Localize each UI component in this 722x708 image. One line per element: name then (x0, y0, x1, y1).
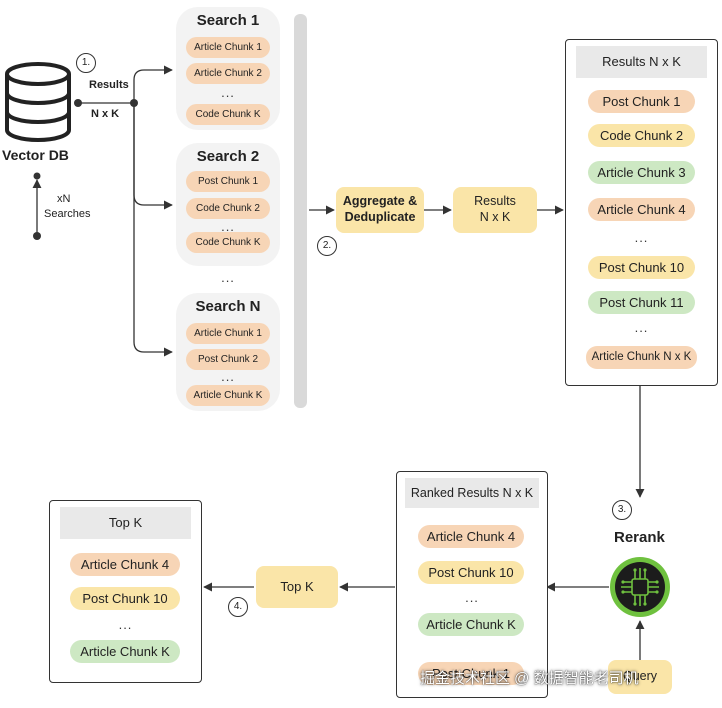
result-item: Article Chunk 3 (588, 161, 695, 184)
vector-db-label: Vector DB (2, 147, 69, 163)
result-item: Code Chunk 2 (588, 124, 695, 147)
result-ellipsis: ... (634, 320, 649, 335)
search-group-2: Search 2 Post Chunk 1 Code Chunk 2 ... C… (176, 143, 280, 266)
topk-item: Post Chunk 10 (70, 587, 180, 610)
searches-ellipsis: ... (221, 270, 235, 285)
step-4-badge: 4. (228, 597, 248, 617)
chunk-ellipsis: ... (221, 369, 235, 384)
branch-dot (130, 99, 138, 107)
loop-label-searches: Searches (44, 208, 91, 220)
result-item: Article Chunk 4 (588, 198, 695, 221)
chunk-pill: Article Chunk 1 (186, 323, 270, 344)
query-label: Query (622, 669, 658, 684)
branch-search-n (133, 103, 173, 357)
rerank-label: Rerank (614, 529, 665, 546)
aggregate-deduplicate-box: Aggregate &Deduplicate (336, 187, 424, 233)
chunk-pill: Code Chunk K (186, 232, 270, 253)
result-ellipsis: ... (634, 230, 649, 245)
topk-item: Article Chunk 4 (70, 553, 180, 576)
chunk-pill: Article Chunk 1 (186, 37, 270, 58)
ranked-item: Post Chunk 10 (418, 561, 524, 584)
loop-dot-top (33, 172, 41, 180)
result-item: Article Chunk N x K (586, 346, 697, 369)
results-panel: Results N x K Post Chunk 1 Code Chunk 2 … (565, 39, 718, 386)
query-box: Query (608, 660, 672, 694)
step-1-badge: 1. (76, 53, 96, 73)
topk-item: Article Chunk K (70, 640, 180, 663)
chunk-pill: Article Chunk 2 (186, 63, 270, 84)
watermark: 掘金技术社区 @ 数据智能老司机 (420, 670, 639, 687)
chunk-pill: Post Chunk 2 (186, 349, 270, 370)
chunk-pill: Code Chunk 2 (186, 198, 270, 219)
step-2-badge: 2. (317, 236, 337, 256)
search-title: Search N (195, 298, 261, 315)
chunk-pill: Post Chunk 1 (186, 171, 270, 192)
chunk-pill: Code Chunk K (186, 104, 270, 125)
topk-box-label: Top K (280, 578, 314, 594)
chip-icon (610, 557, 670, 617)
loop-label-xn: xN (57, 193, 71, 205)
topk-panel: Top K Article Chunk 4 Post Chunk 10 ... … (49, 500, 202, 683)
results-box-line1: Results (474, 194, 516, 209)
results-panel-title: Results N x K (576, 46, 707, 78)
ranked-item: Article Chunk K (418, 613, 524, 636)
search-title: Search 2 (196, 148, 260, 165)
chunk-pill: Article Chunk K (186, 385, 270, 406)
collect-bar (294, 14, 307, 408)
db-output-dot (74, 99, 82, 107)
aggregate-line2: Deduplicate (344, 210, 416, 224)
branch-search-1 (133, 65, 173, 103)
search-title: Search 1 (196, 12, 260, 29)
ranked-ellipsis: ... (465, 590, 479, 605)
ranked-results-panel: Ranked Results N x K Article Chunk 4 Pos… (396, 471, 548, 698)
search-group-1: Search 1 Article Chunk 1 Article Chunk 2… (176, 7, 280, 130)
result-item: Post Chunk 10 (588, 256, 695, 279)
results-label-line1: Results (89, 79, 129, 91)
chunk-ellipsis: ... (221, 85, 235, 100)
result-item: Post Chunk 11 (588, 291, 695, 314)
ranked-panel-title: Ranked Results N x K (405, 478, 539, 508)
topk-ellipsis: ... (118, 617, 133, 632)
topk-box: Top K (256, 566, 338, 608)
database-icon (5, 62, 71, 142)
results-box-line2: N x K (479, 210, 511, 224)
chunk-ellipsis: ... (221, 219, 235, 234)
loop-dot-bottom (33, 232, 41, 240)
topk-panel-title: Top K (60, 507, 191, 539)
aggregate-line1: Aggregate & (342, 194, 418, 209)
branch-search-2 (133, 103, 173, 210)
search-group-n: Search N Article Chunk 1 Post Chunk 2 ..… (176, 293, 280, 411)
ranked-item: Post Chunk 1 (418, 662, 524, 685)
ranked-item: Article Chunk 4 (418, 525, 524, 548)
step-3-badge: 3. (612, 500, 632, 520)
result-item: Post Chunk 1 (588, 90, 695, 113)
results-label-line2: N x K (91, 108, 120, 120)
